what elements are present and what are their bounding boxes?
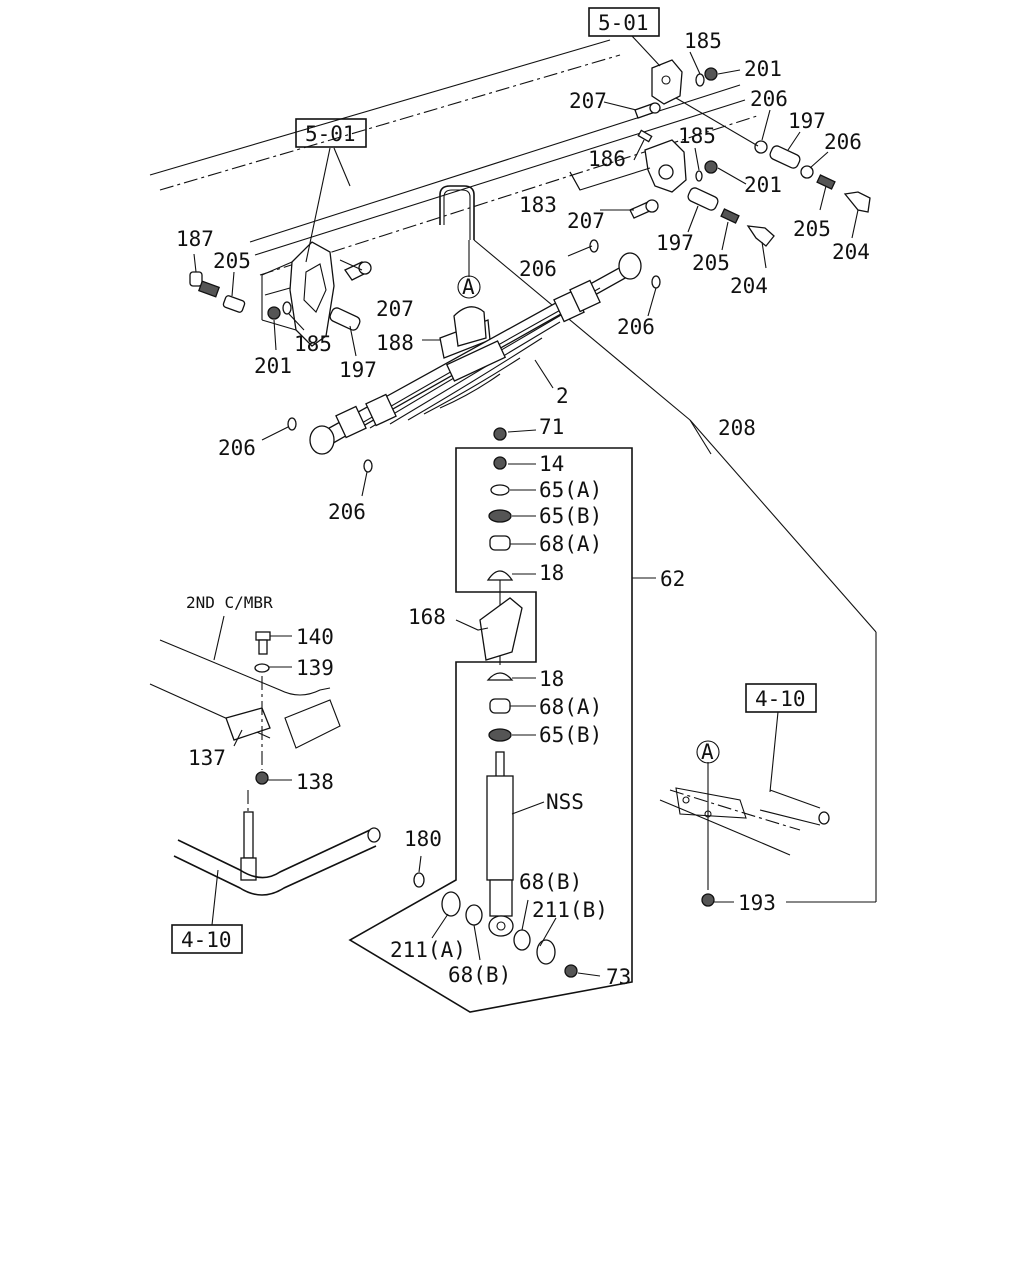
svg-text:4-10: 4-10 [181, 928, 232, 952]
shock-absorber [413, 751, 578, 978]
part-label: 138 [296, 770, 334, 794]
part-label: 205 [213, 249, 251, 273]
ref-box-top: 5-01 [588, 7, 660, 37]
part-label: 139 [296, 656, 334, 680]
part-label: 206 [617, 315, 655, 339]
part-label: 207 [569, 89, 607, 113]
leaf-spring [287, 239, 661, 473]
part-label: 2 [556, 384, 569, 408]
part-label: 206 [824, 130, 862, 154]
part-label: 68(B) [448, 963, 511, 987]
part-label: 204 [832, 240, 870, 264]
shock-hardware-stack [479, 427, 523, 742]
part-labels: 185 201 207 206 197 185 186 206 201 183 … [176, 29, 870, 989]
svg-text:4-10: 4-10 [755, 687, 806, 711]
part-label: 140 [296, 625, 334, 649]
callout-a-label: A [462, 275, 475, 299]
shock-kit-outline [348, 447, 633, 1013]
axle-reference [659, 762, 830, 907]
u-bolt [439, 185, 691, 421]
part-label: 206 [519, 257, 557, 281]
ref-box-right: 4-10 [745, 683, 817, 713]
part-label: 183 [519, 193, 557, 217]
part-label: 71 [539, 415, 564, 439]
rear-hanger-bracket [261, 241, 335, 347]
leader-lines [193, 51, 859, 977]
part-label: 197 [656, 231, 694, 255]
part-label: NSS [546, 790, 584, 814]
ref-box-left: 5-01 [295, 118, 367, 148]
part-label: 201 [254, 354, 292, 378]
svg-text:5-01: 5-01 [305, 122, 356, 146]
part-label: 207 [376, 297, 414, 321]
part-label: 68(B) [519, 870, 582, 894]
part-label: 14 [539, 452, 564, 476]
part-label: 193 [738, 891, 776, 915]
part-label: 180 [404, 827, 442, 851]
part-label: 208 [718, 416, 756, 440]
part-label: 62 [660, 567, 685, 591]
part-label: 186 [588, 147, 626, 171]
part-label: 168 [408, 605, 446, 629]
shackle-bracket [637, 129, 687, 193]
part-label: 68(A) [539, 532, 602, 556]
part-label: 137 [188, 746, 226, 770]
part-label: 185 [294, 332, 332, 356]
svg-text:5-01: 5-01 [598, 11, 649, 35]
part-label: 205 [692, 251, 730, 275]
part-label: 211(A) [390, 938, 466, 962]
part-label: 201 [744, 57, 782, 81]
cross-member [149, 631, 341, 785]
part-label: 73 [606, 965, 631, 989]
line-208 [689, 419, 877, 903]
part-label: 185 [678, 124, 716, 148]
part-label: 187 [176, 227, 214, 251]
part-label: 18 [539, 667, 564, 691]
spring-spacer [439, 306, 491, 359]
part-label: 206 [218, 436, 256, 460]
part-label: 205 [793, 217, 831, 241]
front-hanger-bracket [631, 35, 683, 105]
part-label: 65(A) [539, 478, 602, 502]
part-label: 204 [730, 274, 768, 298]
part-label: 197 [339, 358, 377, 382]
part-label: 18 [539, 561, 564, 585]
hardware-cluster-right [629, 67, 871, 247]
part-label: 185 [684, 29, 722, 53]
callout-a-label-bottom: A [701, 740, 714, 764]
ref-box-bottom: 4-10 [171, 924, 243, 954]
part-label: 206 [328, 500, 366, 524]
callout-a-top: A [457, 240, 481, 299]
part-label: 206 [750, 87, 788, 111]
part-label: 68(A) [539, 695, 602, 719]
part-label: 207 [567, 209, 605, 233]
part-label: 65(B) [539, 723, 602, 747]
part-label: 188 [376, 331, 414, 355]
callout-a-bottom: A [696, 740, 720, 764]
cross-member-label: 2ND C/MBR [186, 593, 273, 612]
hardware-cluster-left [189, 261, 372, 331]
part-label: 197 [788, 109, 826, 133]
part-label: 65(B) [539, 504, 602, 528]
stabilizer-bar [173, 790, 381, 896]
part-label: 211(B) [532, 898, 608, 922]
part-label: 201 [744, 173, 782, 197]
